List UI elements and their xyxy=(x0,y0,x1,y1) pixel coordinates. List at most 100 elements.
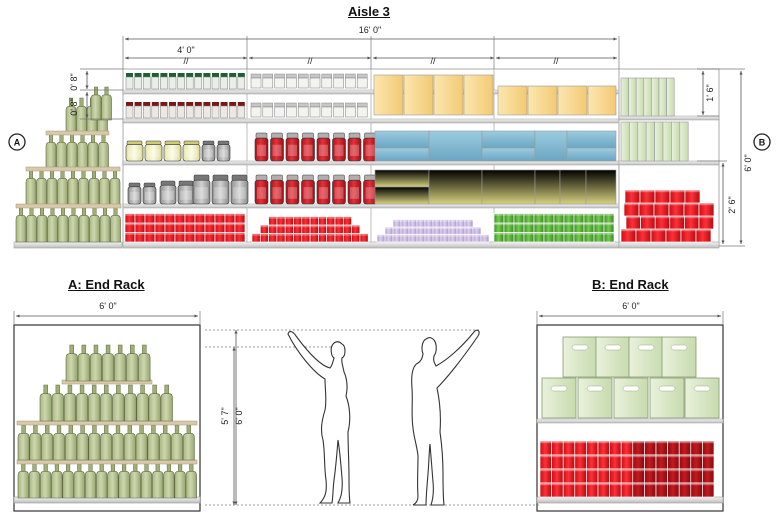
khaki-box xyxy=(481,169,536,205)
red-can xyxy=(655,440,668,456)
red-can xyxy=(586,454,599,470)
people-silhouettes xyxy=(287,329,480,506)
jar xyxy=(163,140,182,162)
jar xyxy=(285,132,300,162)
spice-jar xyxy=(134,76,142,90)
bottle xyxy=(110,206,121,243)
red-can xyxy=(702,440,715,456)
bottle xyxy=(174,462,186,499)
bottle xyxy=(39,384,52,422)
mint-box xyxy=(645,121,655,162)
mint-box xyxy=(628,77,637,117)
green-can xyxy=(583,222,595,233)
lavender-can xyxy=(416,219,426,228)
green-can xyxy=(553,222,565,233)
green-can xyxy=(573,222,585,233)
bay-break-mark-4: // xyxy=(553,56,559,66)
shelf-board xyxy=(122,160,620,166)
spice-lid xyxy=(203,73,211,77)
yellow-box xyxy=(497,85,528,116)
lavender-can xyxy=(448,226,458,235)
small-jar-lid xyxy=(321,73,332,79)
khaki-box xyxy=(559,169,587,205)
bottle xyxy=(36,206,48,243)
spice-jar xyxy=(142,76,151,90)
red-can xyxy=(609,468,622,484)
bottle xyxy=(126,344,139,382)
red-can xyxy=(276,233,286,243)
small-jar xyxy=(309,77,321,89)
red-can xyxy=(134,213,146,224)
small-jar-lid xyxy=(357,102,368,108)
green-can xyxy=(543,222,555,233)
green-can xyxy=(593,232,605,243)
bottle xyxy=(171,424,183,461)
red-can xyxy=(562,440,576,456)
bottle xyxy=(76,97,87,134)
bottle xyxy=(84,462,97,499)
small-jar-lid xyxy=(345,73,356,79)
bottle xyxy=(41,424,54,461)
spice-lid xyxy=(134,102,142,106)
red-can xyxy=(284,233,294,243)
small-jar xyxy=(345,77,356,89)
red-can xyxy=(644,468,657,484)
small-jar-lid xyxy=(298,73,309,79)
lavender-can xyxy=(464,234,474,243)
bottle xyxy=(15,206,27,243)
red-can xyxy=(154,213,166,224)
bottle xyxy=(51,384,64,422)
red-can xyxy=(620,454,634,470)
red-can xyxy=(684,215,700,230)
red-can xyxy=(174,213,186,224)
red-can xyxy=(318,224,328,234)
red-can xyxy=(586,440,599,456)
yellow-box xyxy=(373,74,404,116)
red-can xyxy=(632,482,645,498)
bottle xyxy=(88,169,100,206)
small-jar xyxy=(356,106,368,118)
mint-box xyxy=(629,121,639,162)
jar xyxy=(332,132,346,162)
bottle xyxy=(65,97,77,134)
small-jar xyxy=(345,106,356,118)
red-can xyxy=(301,224,311,234)
small-jar-lid xyxy=(262,102,273,108)
red-can xyxy=(214,213,226,224)
jar xyxy=(301,132,315,162)
end-rack-b-width: 6' 0" xyxy=(622,301,639,311)
bay-break-mark-3: // xyxy=(430,56,436,66)
spice-lid xyxy=(169,73,176,77)
aisle-total-width: 16' 0" xyxy=(359,25,381,35)
mint-box xyxy=(635,77,645,117)
spice-jar xyxy=(151,76,160,90)
jar xyxy=(192,174,211,205)
red-can xyxy=(650,228,667,243)
bottle xyxy=(36,169,47,206)
mint-crate xyxy=(661,336,697,378)
red-can xyxy=(234,232,246,243)
red-can xyxy=(574,468,587,484)
bottle xyxy=(99,169,110,206)
small-jar-lid xyxy=(250,102,262,108)
mint-crate xyxy=(628,336,664,378)
bottle xyxy=(124,384,137,422)
lavender-can xyxy=(408,234,418,243)
jar xyxy=(316,174,331,205)
red-can xyxy=(214,222,226,233)
spice-jar xyxy=(142,105,151,119)
blue-box xyxy=(374,130,430,149)
lavender-can xyxy=(424,226,434,235)
bottle xyxy=(25,169,37,206)
lavender-can xyxy=(440,234,450,243)
page-title: Aisle 3 xyxy=(348,4,390,19)
red-can xyxy=(644,440,657,456)
red-can xyxy=(318,233,328,243)
bottle xyxy=(148,384,161,422)
red-can xyxy=(654,215,671,230)
green-can xyxy=(513,222,525,233)
red-can xyxy=(174,232,186,243)
spice-jar xyxy=(203,105,211,119)
red-can xyxy=(144,213,156,224)
yellow-box xyxy=(587,85,617,116)
